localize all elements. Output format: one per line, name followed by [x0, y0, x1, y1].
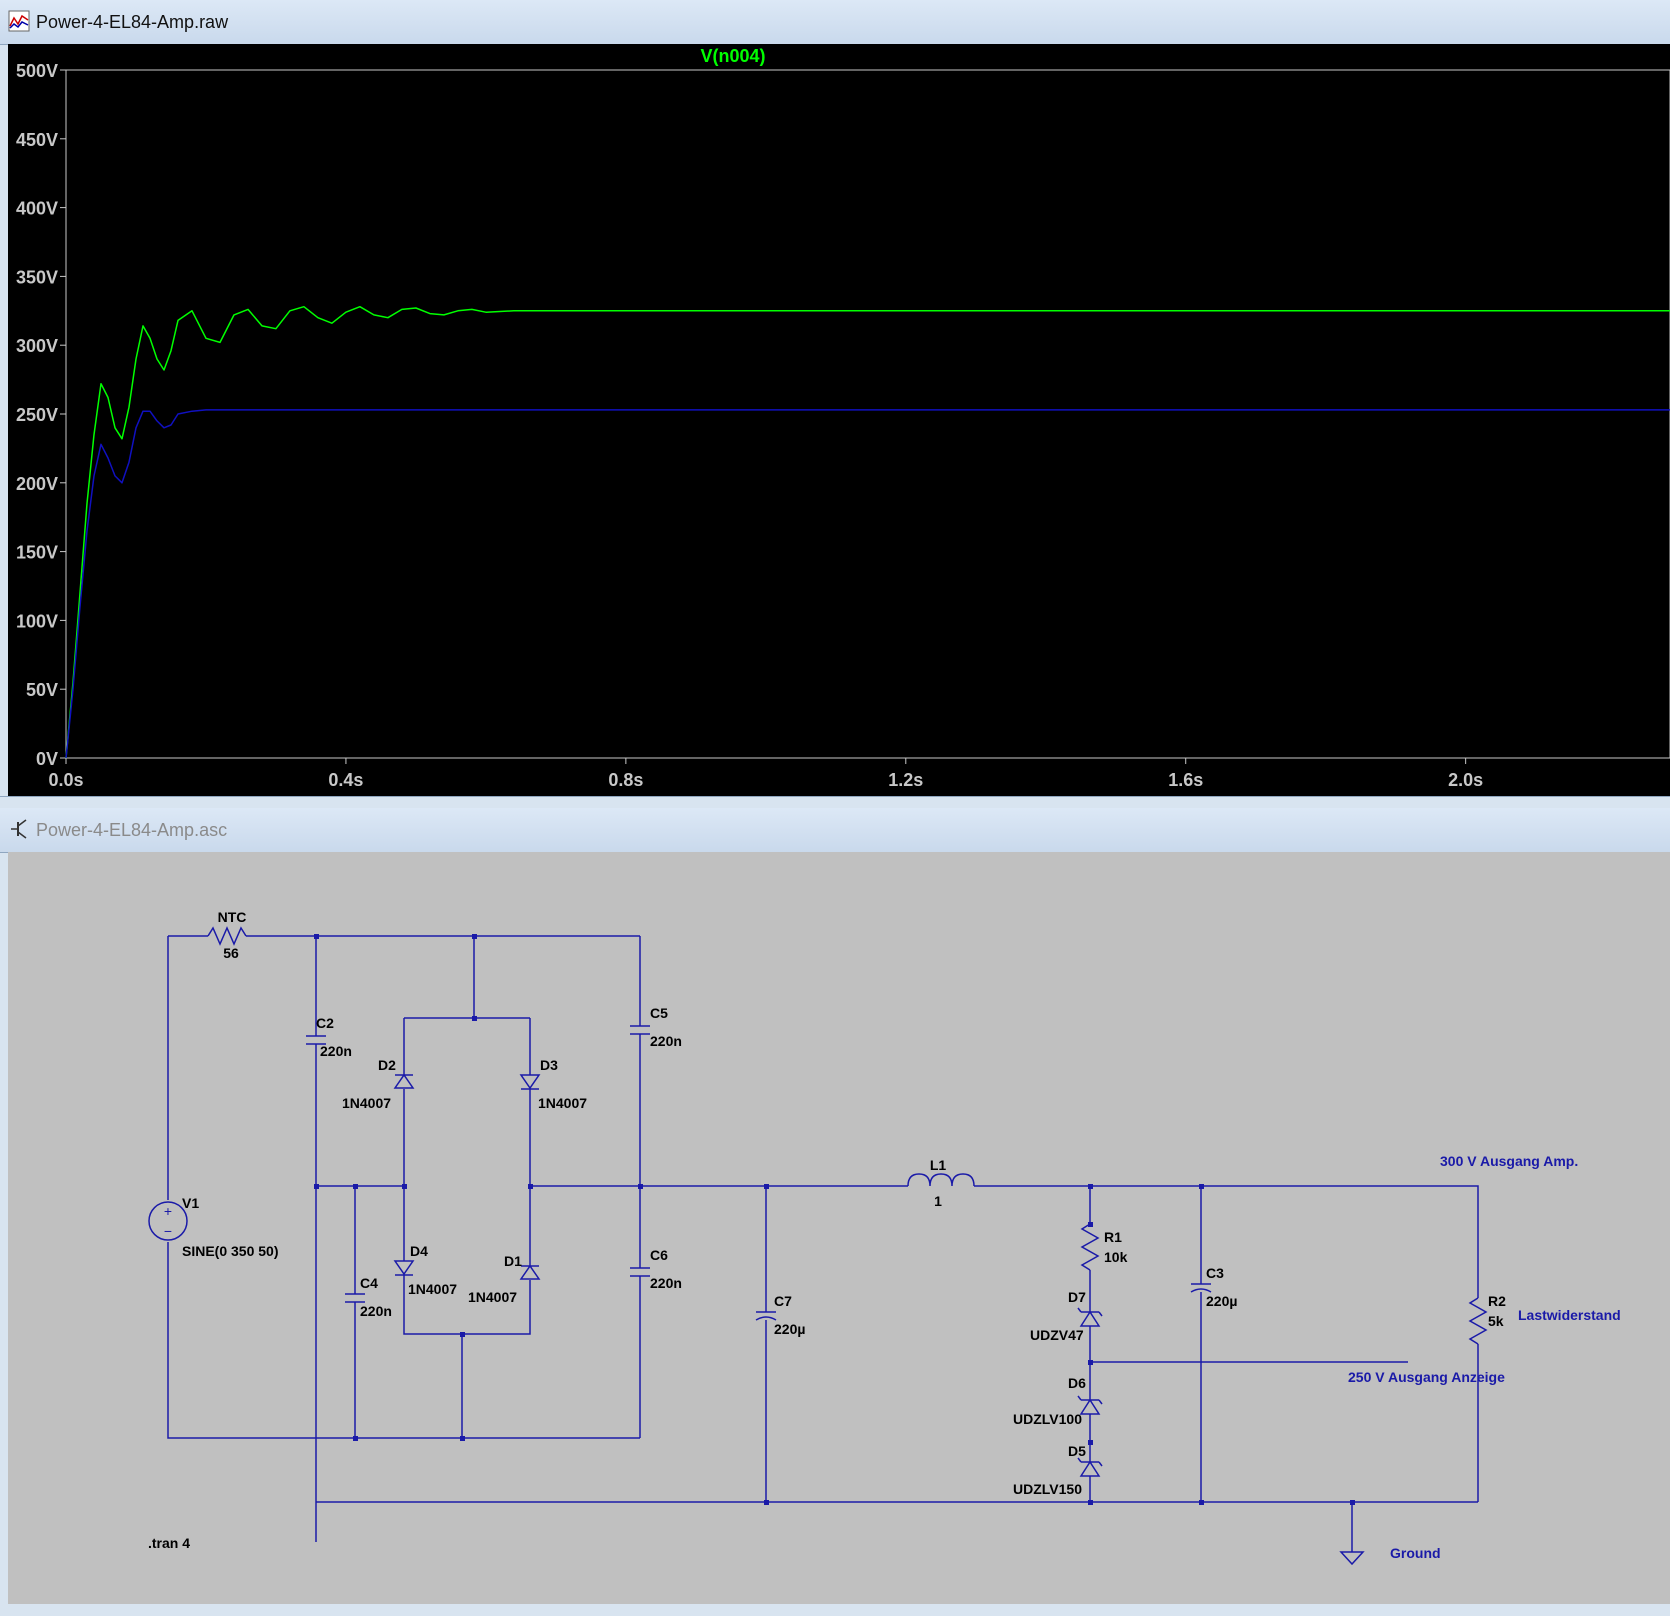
x-tick-label: 1.2s — [888, 770, 923, 790]
capacitor-c3[interactable] — [1190, 1283, 1212, 1293]
diode-d4[interactable] — [393, 1260, 415, 1276]
resistor-r2[interactable] — [1468, 1297, 1488, 1345]
x-tick-label: 0.0s — [48, 770, 83, 790]
ground-icon — [1339, 1551, 1365, 1566]
v1-minus: − — [164, 1223, 172, 1239]
d7-name: D7 — [1068, 1289, 1086, 1305]
diode-d2[interactable] — [393, 1073, 415, 1089]
y-tick-label: 300V — [16, 336, 58, 356]
l1-value: 1 — [934, 1193, 942, 1209]
d5-value: UDZLV150 — [1013, 1481, 1082, 1497]
plot-window-title: Power-4-EL84-Amp.raw — [36, 12, 229, 32]
diode-d3[interactable] — [519, 1074, 541, 1090]
r2-name: R2 — [1488, 1293, 1506, 1309]
c4-name: C4 — [360, 1275, 378, 1291]
resistor-ntc[interactable] — [207, 926, 247, 946]
l1-name: L1 — [930, 1157, 947, 1173]
v1-name: V1 — [182, 1195, 199, 1211]
trace-label[interactable]: V(n004) — [700, 46, 765, 66]
v1-value: SINE(0 350 50) — [182, 1243, 279, 1259]
y-tick-label: 500V — [16, 61, 58, 81]
zener-d7[interactable] — [1077, 1307, 1103, 1327]
schematic-svg[interactable]: + − NTC 56 V1 SINE(0 350 50) C2 220n C5 … — [8, 852, 1670, 1604]
waveform-plot-svg[interactable]: V(n004) 0V 50V 100V 150V 200V 250V 300V 350V 400… — [8, 44, 1670, 796]
c5-name: C5 — [650, 1005, 668, 1021]
y-tick-label: 0V — [36, 749, 58, 769]
zener-d6[interactable] — [1077, 1395, 1103, 1415]
capacitor-c5[interactable] — [630, 1025, 650, 1035]
waveform-viewer-icon — [8, 10, 30, 37]
y-tick-label: 350V — [16, 267, 58, 287]
x-tick-label: 2.0s — [1448, 770, 1483, 790]
c6-name: C6 — [650, 1247, 668, 1263]
d1-value: 1N4007 — [468, 1289, 517, 1305]
y-tick-label: 100V — [16, 611, 58, 631]
d3-name: D3 — [540, 1057, 558, 1073]
c3-name: C3 — [1206, 1265, 1224, 1281]
tran-directive[interactable]: .tran 4 — [148, 1535, 190, 1551]
y-tick-label: 400V — [16, 199, 58, 219]
r1-name: R1 — [1104, 1229, 1122, 1245]
y-tick-label: 450V — [16, 130, 58, 150]
y-tick-label: 250V — [16, 405, 58, 425]
net-label-250v[interactable]: 250 V Ausgang Anzeige — [1348, 1369, 1505, 1385]
voltage-source-v1[interactable] — [148, 1201, 188, 1241]
y-tick-label: 200V — [16, 474, 58, 494]
d6-value: UDZLV100 — [1013, 1411, 1082, 1427]
junction-dots — [314, 934, 1355, 1505]
y-tick-label: 150V — [16, 543, 58, 563]
plot-frame — [65, 69, 1670, 759]
waveform-plot[interactable]: V(n004) 0V 50V 100V 150V 200V 250V 300V 350V 400… — [8, 44, 1670, 796]
series-line-2[interactable] — [65, 409, 1670, 759]
c7-name: C7 — [774, 1293, 792, 1309]
d6-name: D6 — [1068, 1375, 1086, 1391]
d3-value: 1N4007 — [538, 1095, 587, 1111]
ntc-name: NTC — [218, 909, 247, 925]
ntc-value: 56 — [223, 945, 239, 961]
inductor-l1[interactable] — [907, 1173, 975, 1187]
d1-name: D1 — [504, 1253, 522, 1269]
window-separator — [0, 796, 1670, 809]
diode-d1[interactable] — [519, 1264, 541, 1280]
d7-value: UDZV47 — [1030, 1327, 1084, 1343]
capacitor-c7[interactable] — [755, 1311, 777, 1321]
x-tick-label: 0.4s — [328, 770, 363, 790]
d5-name: D5 — [1068, 1443, 1086, 1459]
d4-value: 1N4007 — [408, 1281, 457, 1297]
c3-value: 220µ — [1206, 1293, 1237, 1309]
wire — [403, 1018, 531, 1335]
ground-label: Ground — [1390, 1545, 1441, 1561]
c2-name: C2 — [316, 1015, 334, 1031]
transistor-icon — [8, 818, 30, 845]
v1-plus: + — [164, 1203, 172, 1219]
d2-name: D2 — [378, 1057, 396, 1073]
d2-value: 1N4007 — [342, 1095, 391, 1111]
schematic-canvas[interactable]: + − NTC 56 V1 SINE(0 350 50) C2 220n C5 … — [8, 852, 1670, 1604]
d4-name: D4 — [410, 1243, 428, 1259]
zener-d5[interactable] — [1077, 1457, 1103, 1477]
c2-value: 220n — [320, 1043, 352, 1059]
net-label-300v[interactable]: 300 V Ausgang Amp. — [1440, 1153, 1578, 1169]
x-tick-label: 0.8s — [608, 770, 643, 790]
c6-value: 220n — [650, 1275, 682, 1291]
wire — [167, 1242, 640, 1439]
x-tick-label: 1.6s — [1168, 770, 1203, 790]
plot-window-titlebar[interactable]: Power-4-EL84-Amp.raw — [0, 0, 1670, 45]
r2-value: 5k — [1488, 1313, 1504, 1329]
r1-value: 10k — [1104, 1249, 1128, 1265]
series-line-1[interactable] — [65, 305, 1670, 759]
schematic-window-title: Power-4-EL84-Amp.asc — [36, 820, 228, 840]
wire — [974, 1185, 1479, 1298]
schematic-window-titlebar[interactable]: Power-4-EL84-Amp.asc — [0, 808, 1670, 853]
resistor-r1[interactable] — [1080, 1223, 1100, 1271]
c7-value: 220µ — [774, 1321, 805, 1337]
load-label: Lastwiderstand — [1518, 1307, 1621, 1323]
capacitor-c4[interactable] — [345, 1293, 365, 1303]
c4-value: 220n — [360, 1303, 392, 1319]
y-tick-label: 50V — [26, 680, 58, 700]
c5-value: 220n — [650, 1033, 682, 1049]
capacitor-c6[interactable] — [630, 1267, 650, 1277]
